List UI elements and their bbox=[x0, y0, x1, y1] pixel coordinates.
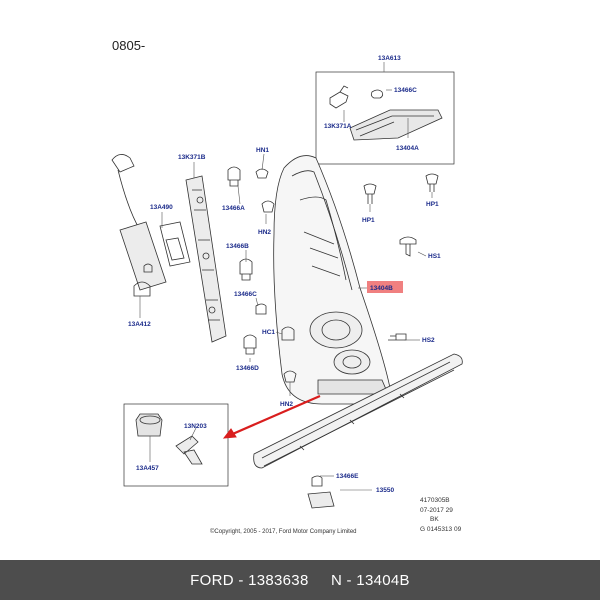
arrow-head bbox=[222, 428, 237, 439]
bulb-13466e-part bbox=[311, 475, 323, 487]
leader-lines bbox=[139, 62, 433, 491]
exploded-parts-diagram: 13A613 13466C 13K371A 13404A HN1 13K371B… bbox=[111, 55, 463, 509]
bulb-13466c-top-part bbox=[370, 89, 384, 99]
label-13466b: 13466B bbox=[226, 243, 249, 250]
meta-line-1: 4170305B bbox=[420, 497, 450, 504]
footer-part-ref: FORD - 1383638 bbox=[190, 571, 309, 589]
footer-bar: FORD - 1383638 N - 13404B bbox=[0, 560, 600, 600]
bulb-13466b-part bbox=[239, 258, 253, 281]
screw-hs2-part bbox=[388, 333, 407, 341]
bulb-13466c-mid-part bbox=[255, 303, 267, 315]
footer-separator bbox=[309, 572, 331, 589]
tail-lamp-upper-lens-part bbox=[309, 311, 363, 349]
label-hs2: HS2 bbox=[422, 337, 435, 344]
high-mount-lamp-13404a-part bbox=[349, 109, 443, 141]
pin-hp1-left-part bbox=[363, 183, 377, 204]
meta-line-3: BK bbox=[430, 516, 439, 523]
clip-hc1-part bbox=[281, 326, 295, 341]
stud-13n203-part bbox=[175, 435, 203, 465]
label-13k371a: 13K371A bbox=[324, 123, 352, 130]
label-13466c-top: 13466C bbox=[394, 87, 417, 94]
tail-lamp-13404b-part bbox=[273, 155, 391, 405]
high-mount-stop-lamp-inset bbox=[315, 71, 455, 165]
label-hp1-right: HP1 bbox=[426, 201, 439, 208]
harness-plug-top-part bbox=[111, 154, 135, 173]
label-13404a: 13404A bbox=[396, 145, 419, 152]
grommet-13a457-part bbox=[135, 413, 163, 437]
bulb-13466d-part bbox=[243, 334, 257, 355]
nut-hn1-part bbox=[255, 168, 269, 179]
connector-housing-part bbox=[159, 221, 191, 267]
label-13466d: 13466D bbox=[236, 365, 259, 372]
highlight-13404b bbox=[367, 281, 403, 293]
grommet-detail-inset bbox=[123, 403, 229, 487]
meta-line-4: G 0145313 09 bbox=[420, 525, 462, 533]
label-13550: 13550 bbox=[376, 487, 394, 494]
label-13a490: 13A490 bbox=[150, 204, 173, 211]
label-13n203: 13N203 bbox=[184, 423, 207, 430]
copyright-notice: ©Copyright, 2005 - 2017, Ford Motor Comp… bbox=[210, 529, 357, 535]
label-13a412: 13A412 bbox=[128, 321, 151, 328]
screw-hs1-part bbox=[399, 236, 417, 257]
grommet-13a412-part bbox=[133, 281, 151, 297]
label-hc1: HC1 bbox=[262, 329, 275, 336]
nut-hn2-bottom-part bbox=[283, 370, 297, 383]
label-13466a: 13466A bbox=[222, 205, 245, 212]
tail-lamp-lower-lens-part bbox=[333, 349, 371, 375]
label-hp1-left: HP1 bbox=[362, 217, 375, 224]
meta-line-2: 07-2017 29 bbox=[420, 506, 453, 514]
footer-catalog-ref: N - 13404B bbox=[330, 571, 410, 589]
label-13a613: 13A613 bbox=[378, 55, 401, 62]
nut-hn2-top-part bbox=[261, 200, 275, 213]
label-13404b: 13404B bbox=[370, 285, 393, 292]
label-13466e: 13466E bbox=[336, 473, 359, 480]
arrow-shaft bbox=[227, 394, 321, 438]
label-13a457: 13A457 bbox=[136, 465, 159, 472]
label-hn2-bottom: HN2 bbox=[280, 401, 293, 408]
diagram-code: 0805- bbox=[112, 38, 146, 53]
licence-lamp-part bbox=[307, 491, 335, 509]
connector-13a490-part bbox=[119, 221, 167, 291]
red-arrow bbox=[222, 394, 321, 439]
part-labels: 13A613 13466C 13K371A 13404A HN1 13K371B… bbox=[128, 55, 441, 494]
part-drawings bbox=[111, 71, 463, 509]
bulb-13466a-part bbox=[227, 166, 241, 187]
pin-hp1-right-part bbox=[425, 173, 439, 192]
connector-13k371a-part bbox=[329, 91, 349, 109]
label-13k371b: 13K371B bbox=[178, 154, 206, 161]
diagram-metadata: 4170305B 07-2017 29 BK G 0145313 09 bbox=[420, 496, 461, 534]
label-hn1: HN1 bbox=[256, 147, 269, 154]
label-13466c-mid: 13466C bbox=[234, 291, 257, 298]
label-hn2-top: HN2 bbox=[258, 229, 271, 236]
label-hs1: HS1 bbox=[428, 253, 441, 260]
